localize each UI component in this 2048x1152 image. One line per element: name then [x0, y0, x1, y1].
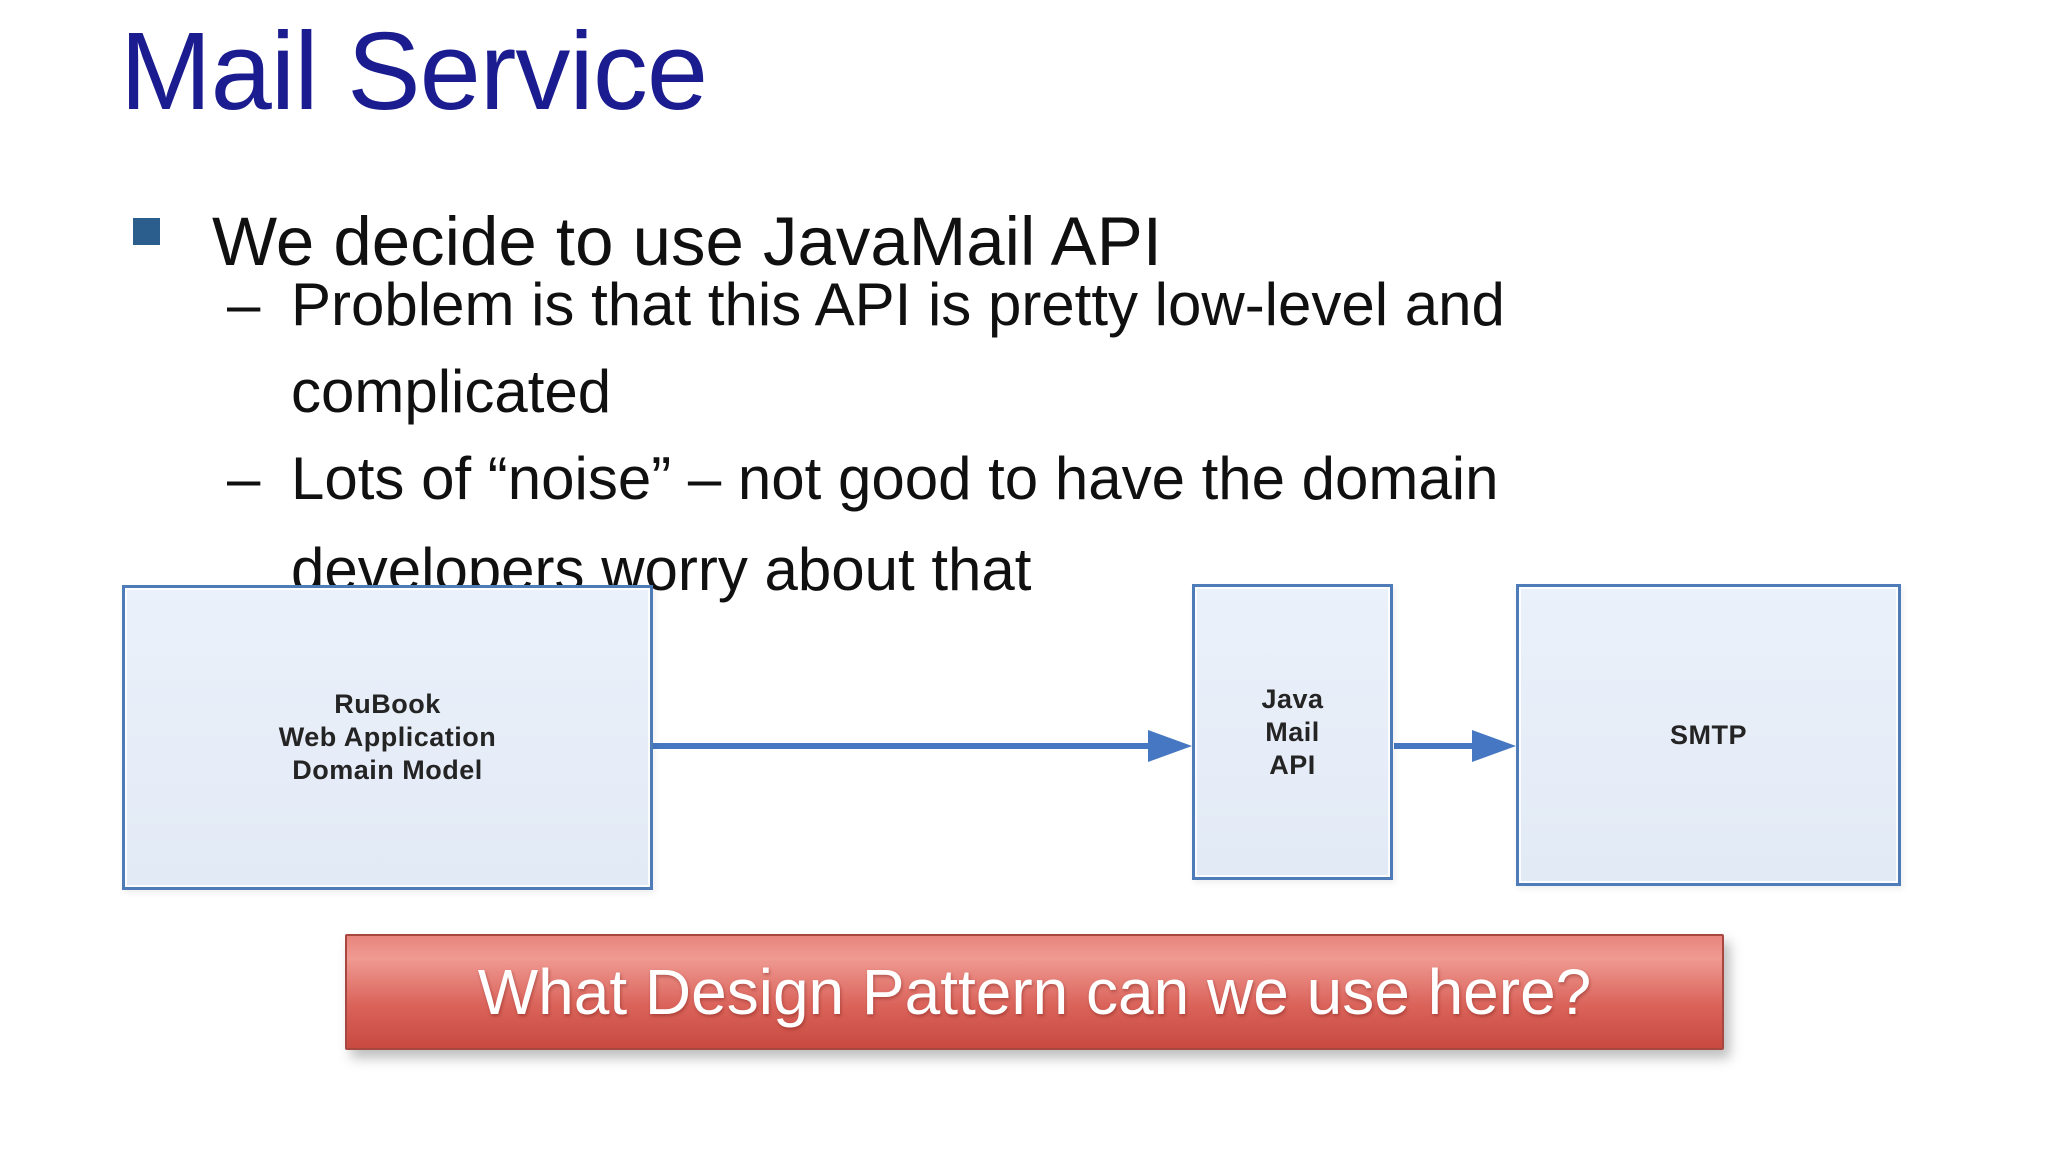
sub-bullet-text: complicated: [291, 358, 612, 425]
page-title: Mail Service: [120, 10, 708, 133]
node-label-line: RuBook: [334, 689, 441, 719]
node-label-line: API: [1269, 749, 1316, 780]
arrow-shaft: [653, 743, 1150, 749]
arrow-shaft: [1394, 743, 1476, 749]
flow-arrow-icon: [1394, 730, 1516, 762]
bullet-square-icon: [133, 218, 160, 245]
question-banner: What Design Pattern can we use here?: [345, 934, 1724, 1050]
sub-bullet-text: Problem is that this API is pretty low-l…: [291, 271, 1505, 338]
diagram-node-label: Java Mail API: [1261, 683, 1323, 782]
question-banner-text: What Design Pattern can we use here?: [477, 956, 1592, 1028]
diagram-node-label: SMTP: [1670, 719, 1747, 752]
arrow-head: [1472, 730, 1516, 762]
dash-bullet-icon: –: [227, 445, 261, 512]
node-label-line: Web Application: [278, 722, 497, 752]
flow-arrow-icon: [653, 730, 1192, 762]
diagram-node-smtp: SMTP: [1516, 584, 1901, 886]
node-label-line: SMTP: [1669, 719, 1747, 750]
node-label-line: Java: [1261, 683, 1324, 714]
diagram-node-rubook: RuBook Web Application Domain Model: [122, 585, 653, 890]
node-label-line: Mail: [1265, 716, 1320, 747]
sub-bullet-text: Lots of “noise” – not good to have the d…: [291, 445, 1499, 512]
dash-bullet-icon: –: [227, 271, 261, 338]
bullet-main-text: We decide to use JavaMail API: [212, 203, 1162, 280]
diagram-node-javamail: Java Mail API: [1192, 584, 1393, 880]
diagram-node-label: RuBook Web Application Domain Model: [279, 688, 497, 787]
arrow-head: [1148, 730, 1192, 762]
node-label-line: Domain Model: [292, 755, 483, 785]
